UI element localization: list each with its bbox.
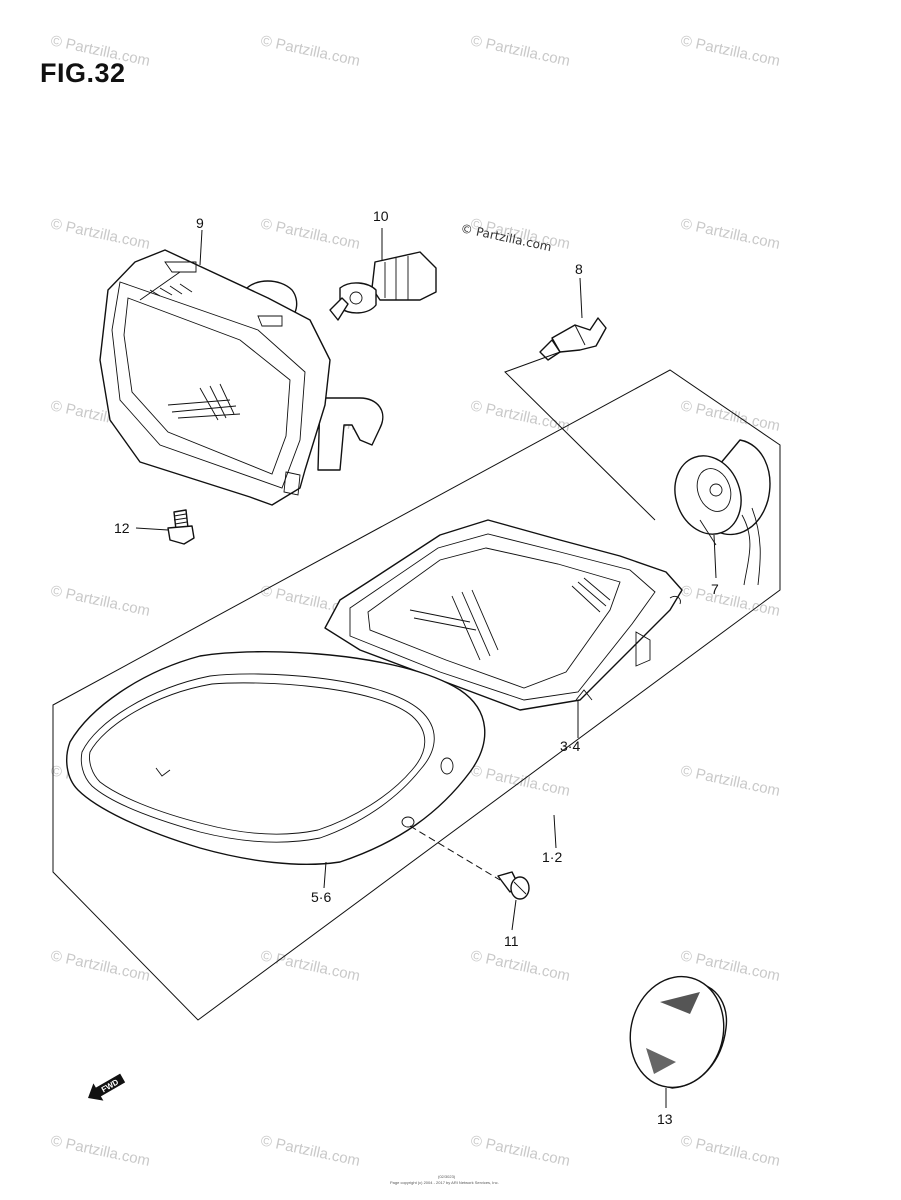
watermark-text: © Partzilla.com [679,32,781,70]
callout-10: 10 [373,208,389,224]
watermark-text: © Partzilla.com [49,215,151,253]
watermark-text: © Partzilla.com [259,32,361,70]
callout-3-4: 3·4 [560,738,580,754]
callout-13: 13 [657,1111,673,1127]
watermark-text: © Partzilla.com [469,32,571,70]
watermark-text: © Partzilla.com [259,1132,361,1170]
figure-title: FIG.32 [40,58,126,88]
watermark-text: © Partzilla.com [679,397,781,435]
watermark-text: © Partzilla.com [469,947,571,985]
bulb-leader-line [504,351,656,521]
footer-copyright: Page copyright (c) 2004 - 2017 by ARI Ne… [390,1180,499,1185]
callout-12: 12 [114,520,130,536]
watermark-text: © Partzilla.com [49,947,151,985]
callout-leaders [135,228,717,1108]
watermark-text: © Partzilla.com [49,32,151,70]
assembly-group-outline [52,369,781,1021]
headlight-bulb-part[interactable] [329,251,437,321]
reflector-part[interactable] [618,966,736,1098]
watermark-text: © Partzilla.com [679,582,781,620]
callout-5-6: 5·6 [311,889,331,905]
headlamp-rim-part[interactable] [66,651,486,866]
forward-arrow-icon: FWD [88,1073,126,1101]
watermark-text: © Partzilla.com [469,762,571,800]
watermark-text: © Partzilla.com [469,397,571,435]
screw-leader-line [409,825,501,881]
watermark-text: © Partzilla.com [679,1132,781,1170]
callout-1-2: 1·2 [542,849,562,865]
headlight-unit-part[interactable] [99,249,384,506]
watermark-text: © Partzilla.com [259,947,361,985]
watermark-text: © Partzilla.com [259,215,361,253]
watermark-text: © Partzilla.com [49,582,151,620]
callout-11: 11 [504,933,519,949]
footer-code: (02/3023) [438,1174,456,1179]
watermark-text: © Partzilla.com [679,762,781,800]
position-bulb-part[interactable] [539,317,607,361]
callout-7: 7 [711,581,719,597]
callout-8: 8 [575,261,583,277]
headlamp-lens-part[interactable] [324,519,683,711]
rim-screw-part[interactable] [497,871,530,900]
bulb-socket-part[interactable] [664,439,771,586]
watermark-text: © Partzilla.com [469,1132,571,1170]
callout-9: 9 [196,215,204,231]
watermark-text: © Partzilla.com [49,1132,151,1170]
watermark-text: © Partzilla.com [679,215,781,253]
mounting-bolt-part[interactable] [167,509,195,545]
